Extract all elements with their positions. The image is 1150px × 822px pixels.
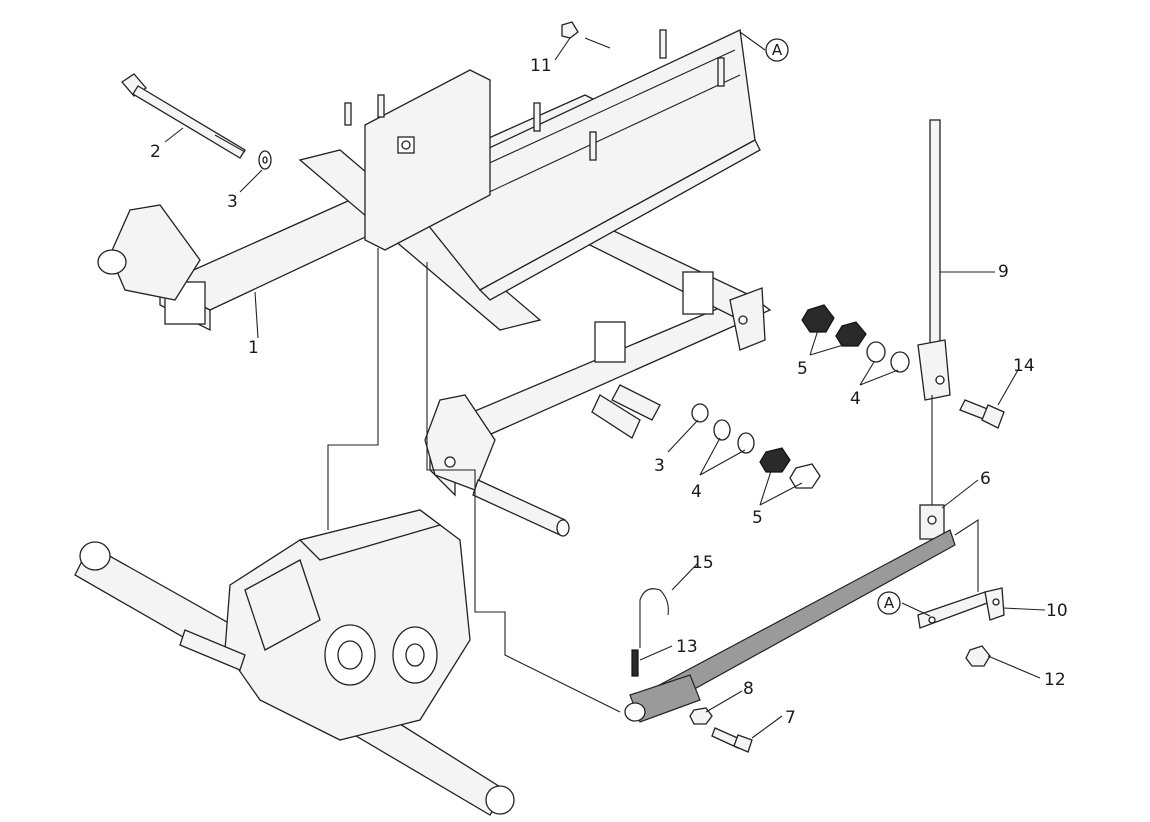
shift-shaft	[624, 504, 956, 723]
mounting-bracket	[917, 587, 1005, 629]
bolt-long	[121, 73, 246, 159]
callout-9: 9	[998, 262, 1009, 282]
hardware-stack-upper	[801, 304, 910, 373]
frame-assembly	[97, 29, 772, 537]
callout-5-upper: 5	[797, 359, 808, 379]
flange-bolt-top	[561, 21, 579, 39]
reference-a-top: A	[772, 41, 783, 59]
leader-lines	[164, 31, 1046, 739]
callout-4-upper: 4	[850, 389, 861, 409]
callout-3-upper: 3	[227, 192, 238, 212]
callout-1: 1	[248, 338, 259, 358]
washer	[258, 150, 272, 170]
callout-13: 13	[676, 637, 698, 657]
callout-12: 12	[1044, 670, 1066, 690]
callout-7: 7	[785, 708, 796, 728]
callout-10: 10	[1046, 601, 1068, 621]
bolt-short	[959, 399, 1005, 429]
callout-14: 14	[1013, 356, 1035, 376]
reference-circle-bracket	[877, 591, 901, 615]
hardware-stack-lower	[691, 403, 821, 489]
callout-labels: 1 2 3 3 4 4 5 5 6 7 8 9 10 11 12 13 14 1…	[150, 56, 1068, 728]
callout-11: 11	[530, 56, 552, 76]
bolt-small	[711, 727, 753, 753]
callout-3-lower: 3	[654, 456, 665, 476]
callout-15: 15	[692, 553, 714, 573]
callout-6: 6	[980, 469, 991, 489]
transaxle	[74, 509, 515, 816]
reference-a-bracket: A	[884, 594, 895, 612]
callout-8: 8	[743, 679, 754, 699]
callout-4-lower: 4	[691, 482, 702, 502]
flange-nut	[965, 645, 991, 667]
callout-2: 2	[150, 142, 161, 162]
pin	[631, 649, 639, 677]
reference-markers: A A	[765, 38, 901, 615]
spring-clip	[639, 588, 669, 648]
callout-5-lower: 5	[752, 508, 763, 528]
lever-rod	[917, 119, 951, 401]
reference-circle-top	[765, 38, 789, 62]
